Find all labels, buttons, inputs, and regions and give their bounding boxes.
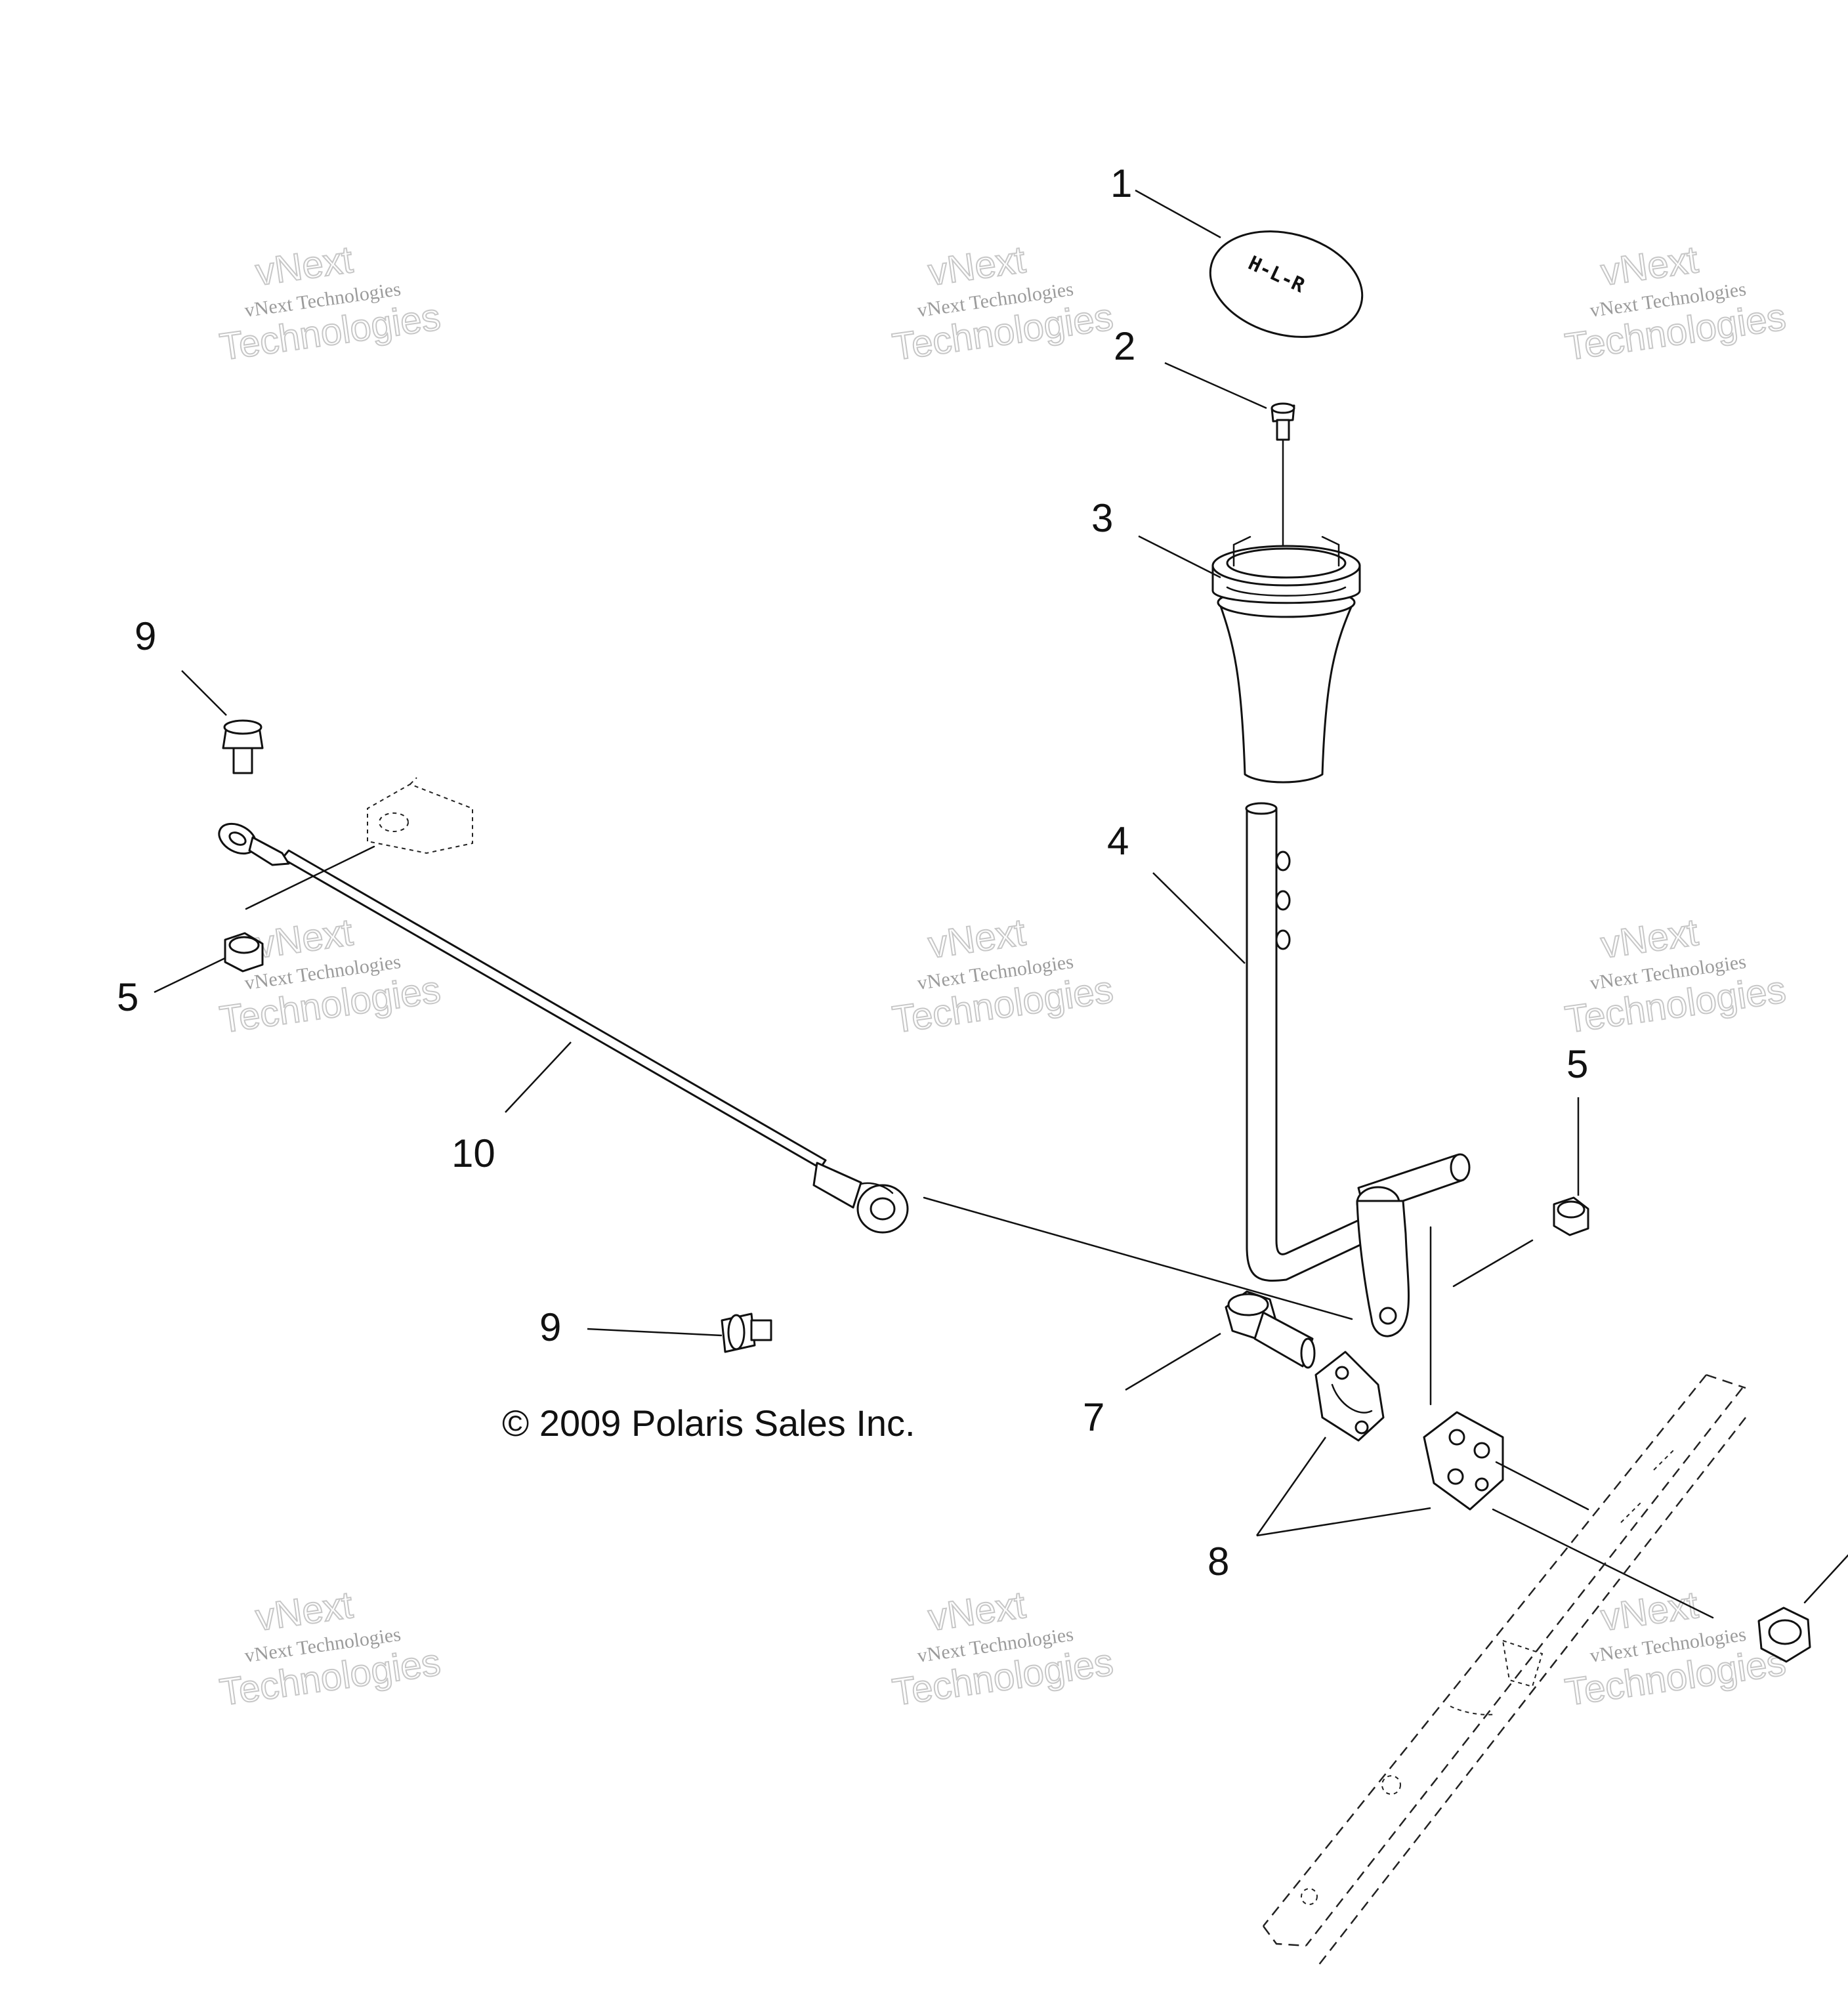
callout-2: 2 — [1114, 324, 1135, 368]
watermark-line1: vNext — [253, 238, 356, 294]
part-bushing-left — [1314, 1351, 1385, 1442]
callout-10: 10 — [452, 1131, 495, 1175]
part-shift-lever — [1245, 802, 1471, 1337]
watermark-line1: vNext — [1599, 238, 1701, 294]
callout-5-left: 5 — [117, 975, 138, 1019]
part-bolt-bottom — [721, 1312, 772, 1353]
leader-9-bottom — [587, 1328, 723, 1337]
leader-10 — [505, 1041, 572, 1113]
callout-7: 7 — [1083, 1395, 1104, 1439]
part-knob-body — [1211, 536, 1361, 784]
callout-9-bottom: 9 — [539, 1305, 561, 1349]
watermark: vNext vNext Technologies Technologies — [217, 1583, 444, 1715]
frame-rail-reference — [1262, 1374, 1746, 1969]
callout-8: 8 — [1208, 1540, 1229, 1584]
leader-4 — [1152, 872, 1246, 964]
axis-bushing-lower — [1492, 1508, 1714, 1619]
axis-rod-to-bracket — [245, 845, 375, 910]
part-nut-left — [224, 932, 264, 973]
watermark: vNext vNext Technologies Technologies — [217, 238, 444, 369]
part-screw — [1270, 402, 1295, 441]
callout-1: 1 — [1110, 161, 1132, 205]
leader-1 — [1135, 189, 1221, 239]
leader-3 — [1138, 535, 1221, 579]
part-bracket-reference — [367, 777, 473, 854]
callout-9-top: 9 — [135, 614, 156, 658]
watermark: vNext vNext Technologies Technologies — [889, 910, 1116, 1042]
axis-bushing-upper — [1495, 1461, 1589, 1511]
copyright-notice: © 2009 Polaris Sales Inc. — [502, 1402, 915, 1444]
callouts: 1 2 3 4 5 5 7 8 9 9 10 — [117, 161, 1588, 1584]
part-bushing-right — [1423, 1411, 1504, 1511]
watermark-line1: vNext — [926, 1584, 1028, 1639]
leader-8-a — [1255, 1437, 1327, 1536]
part-nut-right — [1553, 1196, 1589, 1236]
watermark-line1: vNext — [1599, 911, 1701, 967]
part-pivot-bolt — [1225, 1290, 1316, 1369]
axis-rod-to-lever — [923, 1196, 1353, 1320]
watermark-line1: vNext — [253, 1584, 356, 1639]
watermark-line1: vNext — [926, 238, 1028, 294]
watermark-line1: vNext — [253, 911, 356, 967]
leader-8-b — [1256, 1507, 1431, 1537]
part-flange-nut — [1757, 1554, 1848, 1663]
part-bolt-top — [222, 719, 264, 774]
watermark: vNext vNext Technologies Technologies — [889, 1583, 1116, 1715]
watermark-line1: vNext — [926, 911, 1028, 967]
part-knob-cap: H-L-R — [1209, 230, 1364, 338]
callout-3: 3 — [1091, 496, 1113, 540]
leader-9-top — [181, 670, 227, 716]
axis-lever-to-nut — [1452, 1239, 1534, 1288]
callout-5-right: 5 — [1566, 1042, 1588, 1086]
callout-4: 4 — [1107, 819, 1129, 863]
watermark: vNext vNext Technologies Technologies — [1562, 910, 1789, 1042]
part-shift-rod — [218, 822, 909, 1234]
watermark: vNext vNext Technologies Technologies — [1562, 1583, 1789, 1715]
leader-7 — [1125, 1332, 1221, 1391]
leader-2 — [1164, 362, 1267, 410]
watermark-line1: vNext — [1599, 1584, 1701, 1639]
leader-5-left — [154, 957, 226, 994]
watermark: vNext vNext Technologies Technologies — [1562, 238, 1789, 369]
watermark: vNext vNext Technologies Technologies — [889, 238, 1116, 369]
